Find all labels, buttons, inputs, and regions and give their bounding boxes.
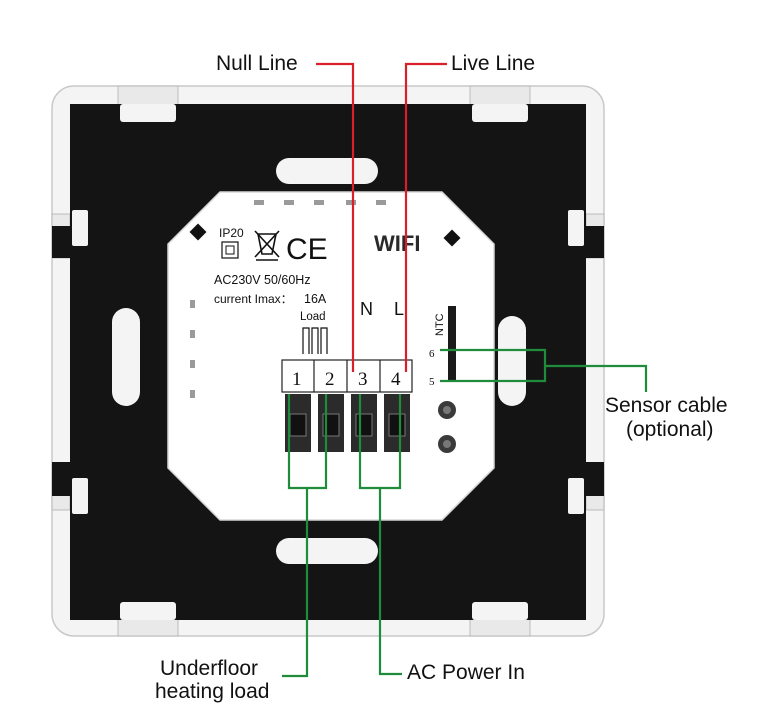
corner-mark-right (443, 229, 461, 247)
vent-ticks (190, 200, 386, 398)
current-value: 16A (304, 292, 327, 306)
null-line-leader (316, 62, 355, 372)
current-label: current Imax： (214, 292, 293, 306)
underfloor-stem (282, 488, 309, 678)
sensor-cable-label: Sensor cable (605, 394, 728, 417)
sensor-stem (545, 364, 648, 392)
voltage-label: AC230V 50/60Hz (214, 273, 311, 287)
load-label: Load (300, 311, 326, 323)
terminal-2: 2 (325, 369, 335, 390)
double-insulation-icon (221, 241, 239, 259)
terminal-3: 3 (358, 369, 368, 390)
load-heater-icon (302, 327, 328, 354)
wifi-label: WIFI (374, 231, 420, 256)
sensor-optional-label: (optional) (626, 418, 714, 441)
ac-power-label: AC Power In (407, 661, 525, 684)
corner-mark-left (189, 223, 207, 241)
device-body (167, 191, 495, 521)
heating-load-label: heating load (155, 680, 270, 703)
sensor-pin-5: 5 (429, 376, 435, 388)
underfloor-label: Underfloor (160, 657, 259, 680)
l-label: L (394, 299, 404, 319)
ntc-label: NTC (434, 313, 446, 336)
ac-power-stem (378, 488, 402, 676)
terminal-1: 1 (292, 369, 302, 390)
ip-rating: IP20 (219, 226, 244, 240)
ce-mark: CE (286, 233, 328, 266)
mounting-screws (438, 401, 456, 453)
double-insulation-inner-icon (225, 245, 235, 255)
null-line-label: Null Line (216, 52, 298, 75)
ntc-sensor-body (448, 306, 456, 382)
terminal-block (281, 359, 413, 393)
sensor-pin-6: 6 (429, 348, 435, 360)
n-label: N (360, 299, 373, 319)
plate-slots (72, 104, 584, 620)
weee-bin-icon (254, 230, 280, 261)
terminal-4: 4 (391, 369, 401, 390)
live-line-label: Live Line (451, 52, 536, 75)
live-line-leader (404, 62, 447, 372)
